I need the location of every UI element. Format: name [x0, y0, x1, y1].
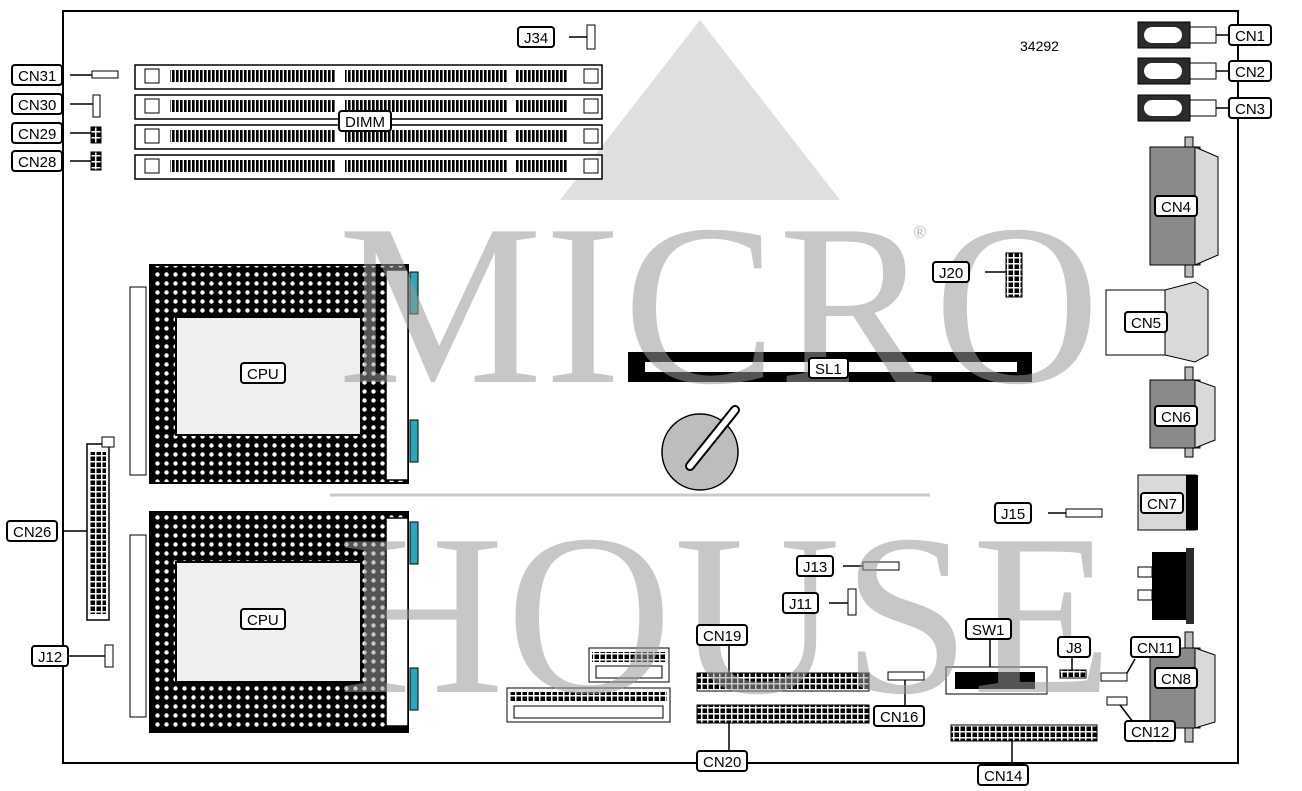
- label-cn8: CN8: [1154, 667, 1199, 689]
- label-dimm: DIMM: [338, 110, 392, 132]
- label-j20: J20: [932, 261, 971, 283]
- label-sl1: SL1: [808, 357, 849, 379]
- dimm-slot: [134, 64, 603, 90]
- battery: [661, 405, 740, 491]
- watermark-registered-mark: ®: [913, 222, 929, 242]
- j11-header: [847, 588, 857, 616]
- cn12-header: [1106, 696, 1128, 706]
- j8-header: [1059, 669, 1087, 679]
- label-cn12: CN12: [1124, 720, 1177, 742]
- leader-lines: [62, 34, 1228, 764]
- label-cn29: CN29: [11, 122, 64, 144]
- label-cpu-top: CPU: [240, 362, 286, 384]
- label-j11: J11: [782, 592, 820, 614]
- small-socket-upper: [588, 647, 670, 683]
- sw1-switch: [945, 666, 1048, 695]
- cn28-header: [90, 151, 102, 171]
- cn20-connector: [696, 704, 870, 724]
- cn30-header: [92, 94, 101, 118]
- label-cn14: CN14: [977, 764, 1030, 786]
- dimm-slot: [134, 124, 603, 150]
- cn11-header: [1100, 672, 1128, 682]
- cn16-header: [887, 671, 925, 681]
- label-cn19: CN19: [696, 624, 749, 646]
- dimm-slots: [134, 64, 603, 180]
- label-cn7: CN7: [1140, 492, 1185, 514]
- dimm-slot: [134, 154, 603, 180]
- label-cn31: CN31: [11, 64, 64, 86]
- cn31-header: [91, 70, 119, 79]
- label-j15: J15: [994, 502, 1033, 524]
- label-cn28: CN28: [11, 150, 64, 172]
- label-cn2: CN2: [1228, 60, 1273, 82]
- cn14-connector: [950, 724, 1098, 742]
- j20-header: [1005, 252, 1023, 298]
- watermark-micro: MICRO: [338, 177, 1103, 432]
- label-sw1: SW1: [965, 618, 1012, 640]
- label-cn5: CN5: [1124, 311, 1169, 333]
- label-cn26: CN26: [6, 520, 59, 542]
- label-cn3: CN3: [1228, 97, 1273, 119]
- label-j13: J13: [796, 555, 835, 577]
- watermark-house: HOUSE: [338, 487, 1115, 742]
- label-cn1: CN1: [1228, 24, 1273, 46]
- cn3-port: [1137, 94, 1217, 122]
- label-cn6: CN6: [1154, 405, 1199, 427]
- small-socket-lower: [506, 687, 671, 723]
- cpu-socket-bottom: [129, 511, 419, 733]
- label-cn20: CN20: [696, 750, 749, 772]
- label-cn30: CN30: [11, 93, 64, 115]
- cn26-connector: [86, 436, 115, 621]
- label-cn11: CN11: [1130, 636, 1182, 658]
- j34-header: [586, 24, 596, 50]
- label-cpu-bottom: CPU: [240, 608, 286, 630]
- j12-header: [104, 644, 114, 668]
- cn19-connector: [696, 672, 870, 692]
- label-j8: J8: [1057, 636, 1091, 658]
- cpu-socket-top: [129, 264, 419, 484]
- label-cn4: CN4: [1154, 195, 1199, 217]
- cn29-header: [90, 126, 102, 144]
- label-j34: J34: [517, 26, 556, 48]
- watermark-triangle: [560, 20, 840, 200]
- audio-jack-block: [1137, 548, 1194, 624]
- cn1-port: [1137, 21, 1217, 49]
- cn2-port: [1137, 57, 1217, 85]
- label-j12: J12: [31, 645, 70, 667]
- label-cn16: CN16: [873, 705, 926, 727]
- board-id: 34292: [1020, 38, 1059, 54]
